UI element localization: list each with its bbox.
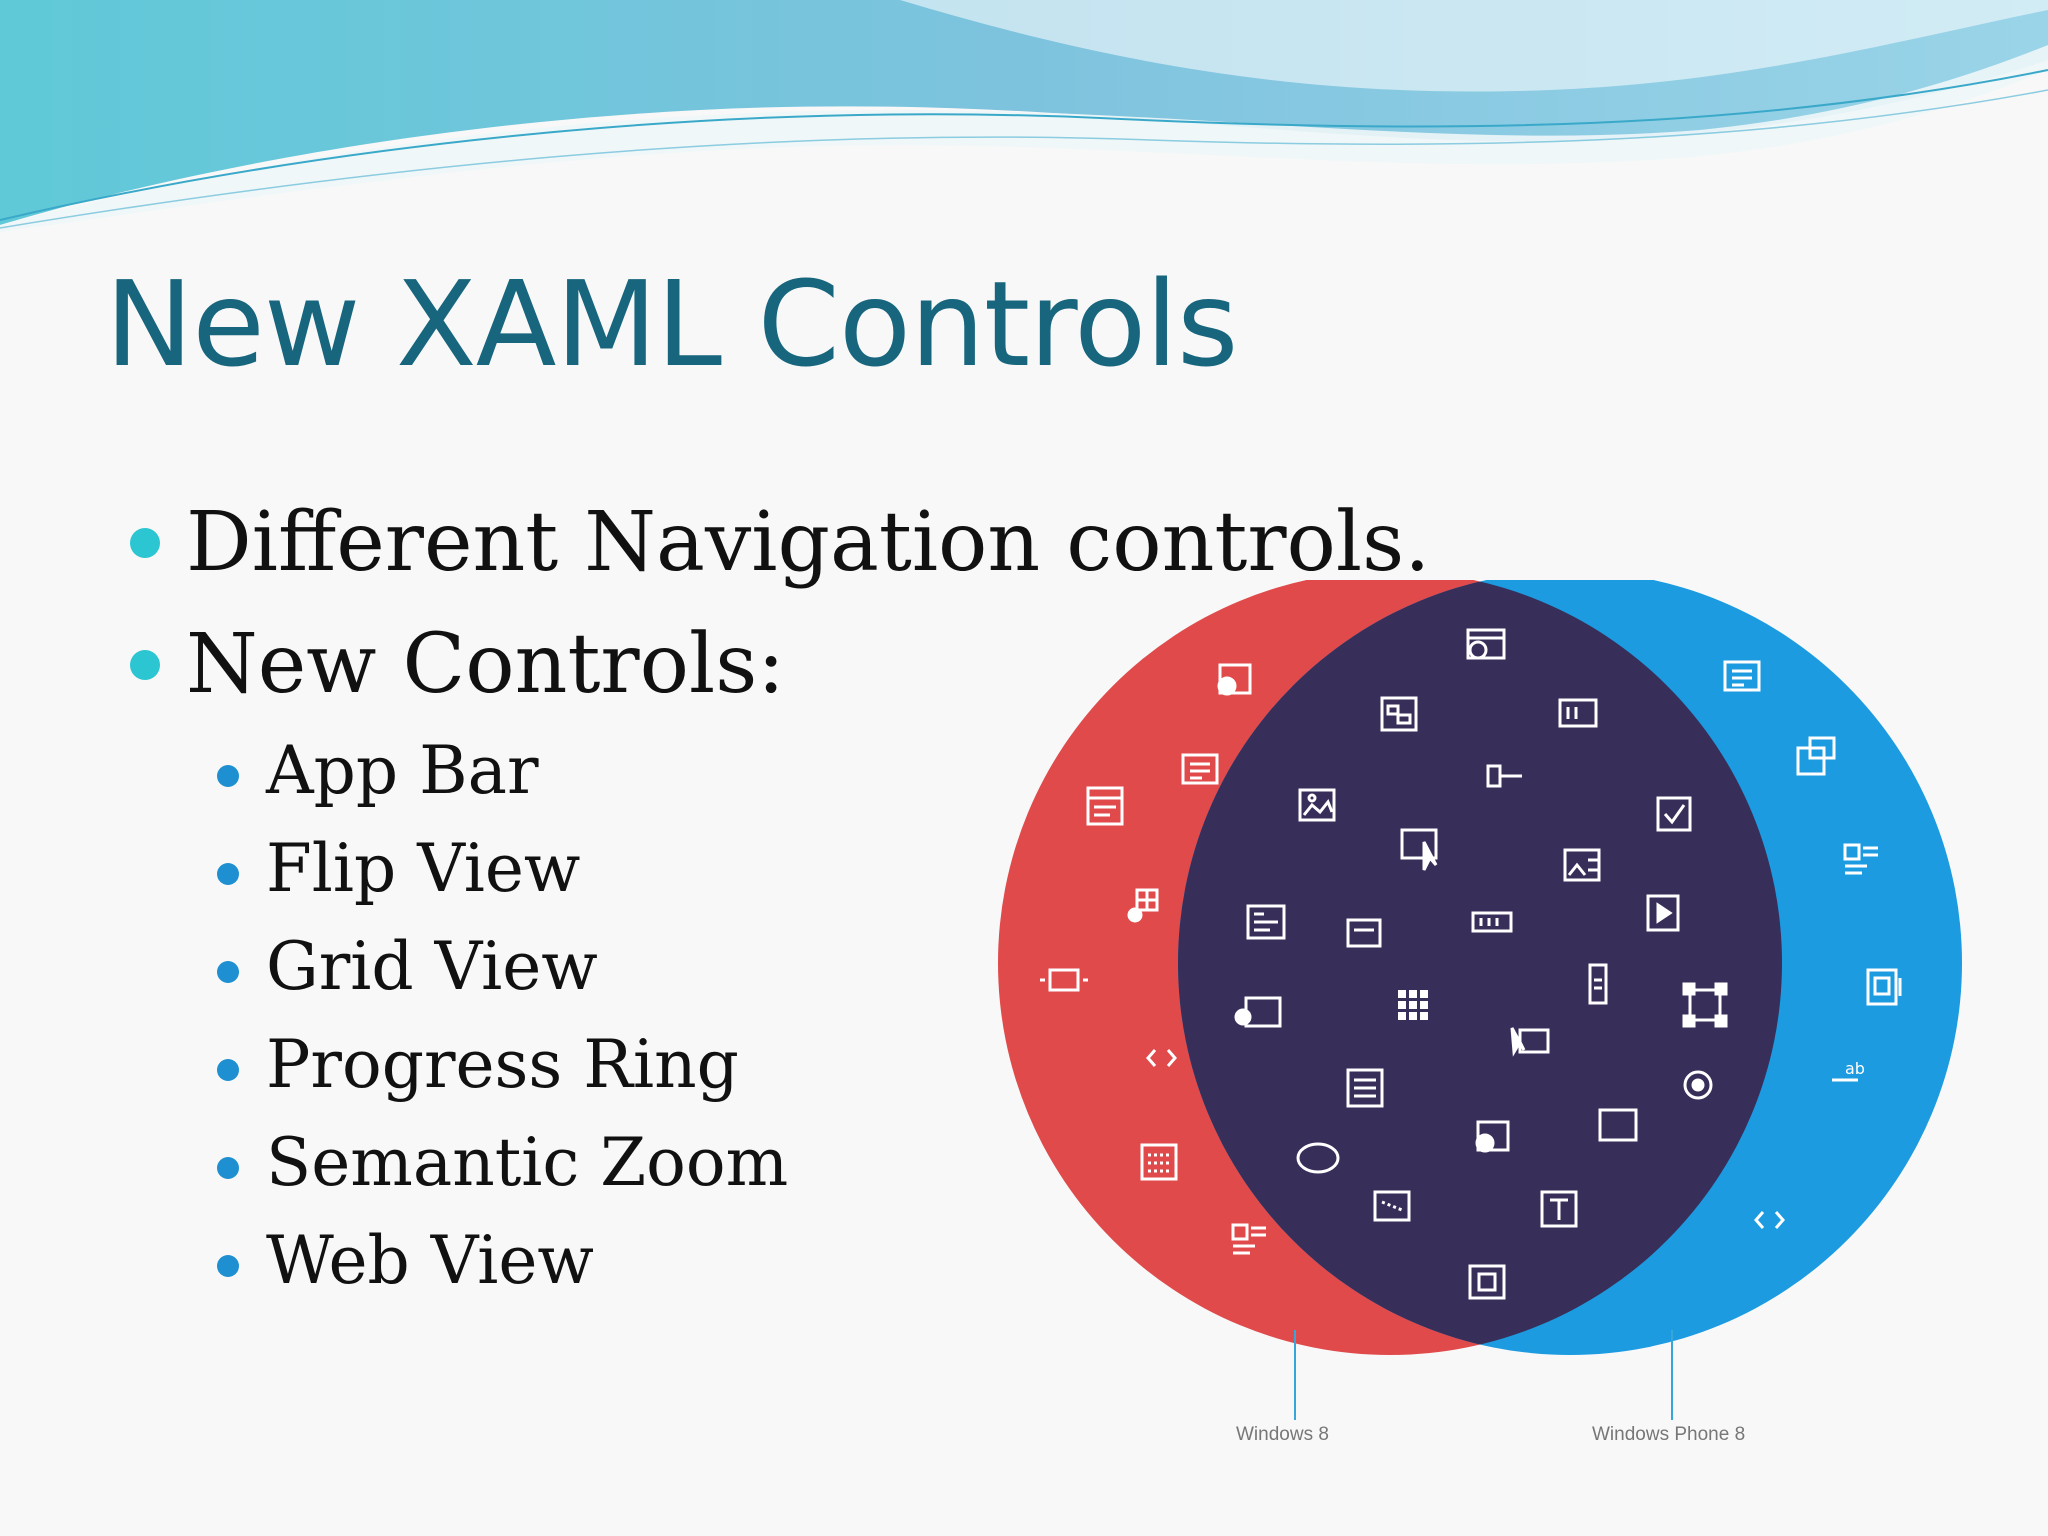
slider-icon (1486, 764, 1522, 788)
ellipse-icon (1296, 1142, 1340, 1174)
webview-code-icon (1146, 1049, 1177, 1067)
textbox-icon (1558, 698, 1598, 728)
richeditbox-icon (1346, 1068, 1384, 1108)
richtext-icon (1843, 843, 1878, 875)
sub-bullet-dot (217, 765, 239, 787)
grid-icon (1398, 990, 1428, 1020)
sub-bullet-dot (217, 1255, 239, 1277)
textblock-icon (1181, 753, 1219, 785)
viewbox-icon (1373, 1190, 1411, 1222)
select-cursor-icon (1510, 1027, 1550, 1057)
pivot-icon (1796, 736, 1836, 776)
sub-bullet-dot (217, 961, 239, 983)
progressbar-icon (1471, 911, 1513, 933)
windowsphone8-label: Windows Phone 8 (1592, 1424, 1746, 1445)
border-icon (1598, 1108, 1638, 1142)
tile-icon (1217, 663, 1252, 696)
canvas-icon (1380, 696, 1418, 732)
sub-bullet-item: Grid View (266, 928, 598, 1005)
sub-bullet-item: App Bar (266, 732, 539, 809)
textmeasure-icon (1832, 1078, 1858, 1082)
listview-icon (1246, 904, 1286, 940)
textblock-icon (1723, 660, 1761, 692)
bullet-dot (130, 528, 160, 558)
sub-bullet-item: Web View (266, 1222, 594, 1299)
flipview-icon (1040, 968, 1088, 992)
sub-bullet-dot (217, 863, 239, 885)
slide-title: New XAML Controls (105, 255, 1239, 393)
image-icon (1298, 788, 1336, 822)
sub-bullet-dot (217, 1157, 239, 1179)
webview-code-icon (1754, 1211, 1785, 1229)
passwordbox-icon (1346, 918, 1382, 948)
sub-bullet-item: Progress Ring (266, 1026, 739, 1103)
bullet-item: New Controls: (186, 617, 785, 712)
sub-bullet-item: Flip View (266, 830, 581, 907)
listbox-image-icon (1563, 848, 1601, 882)
appbar-icon (1086, 786, 1124, 826)
venn-diagram: ab (998, 580, 1962, 1420)
ab-icon: ab (1845, 1059, 1865, 1078)
radiobutton-icon (1683, 1070, 1713, 1100)
header-wave-decoration (0, 0, 2048, 232)
windows8-label: Windows 8 (1236, 1424, 1329, 1445)
mediaelement-icon (1646, 894, 1680, 932)
bullet-item: Different Navigation controls. (186, 495, 1431, 590)
sub-bullet-item: Semantic Zoom (266, 1124, 789, 1201)
richtext-icon (1231, 1223, 1266, 1255)
bullet-dot (130, 650, 160, 680)
webbrowser-icon (1466, 628, 1506, 660)
textblock-t-icon (1540, 1190, 1578, 1228)
scrollviewer-icon (1468, 1264, 1506, 1300)
gridview-touch-icon (1127, 888, 1159, 923)
resize-icon (1682, 982, 1728, 1028)
contentcontrol-icon (1234, 996, 1282, 1028)
popup-pointer-icon (1400, 828, 1438, 871)
sub-bullet-dot (217, 1059, 239, 1081)
semanticzoom-icon (1140, 1143, 1178, 1181)
checkbox-icon (1656, 796, 1692, 832)
scrollbar-icon (1588, 963, 1608, 1005)
phone-app-icon (1866, 968, 1902, 1006)
tile-icon (1475, 1120, 1510, 1153)
